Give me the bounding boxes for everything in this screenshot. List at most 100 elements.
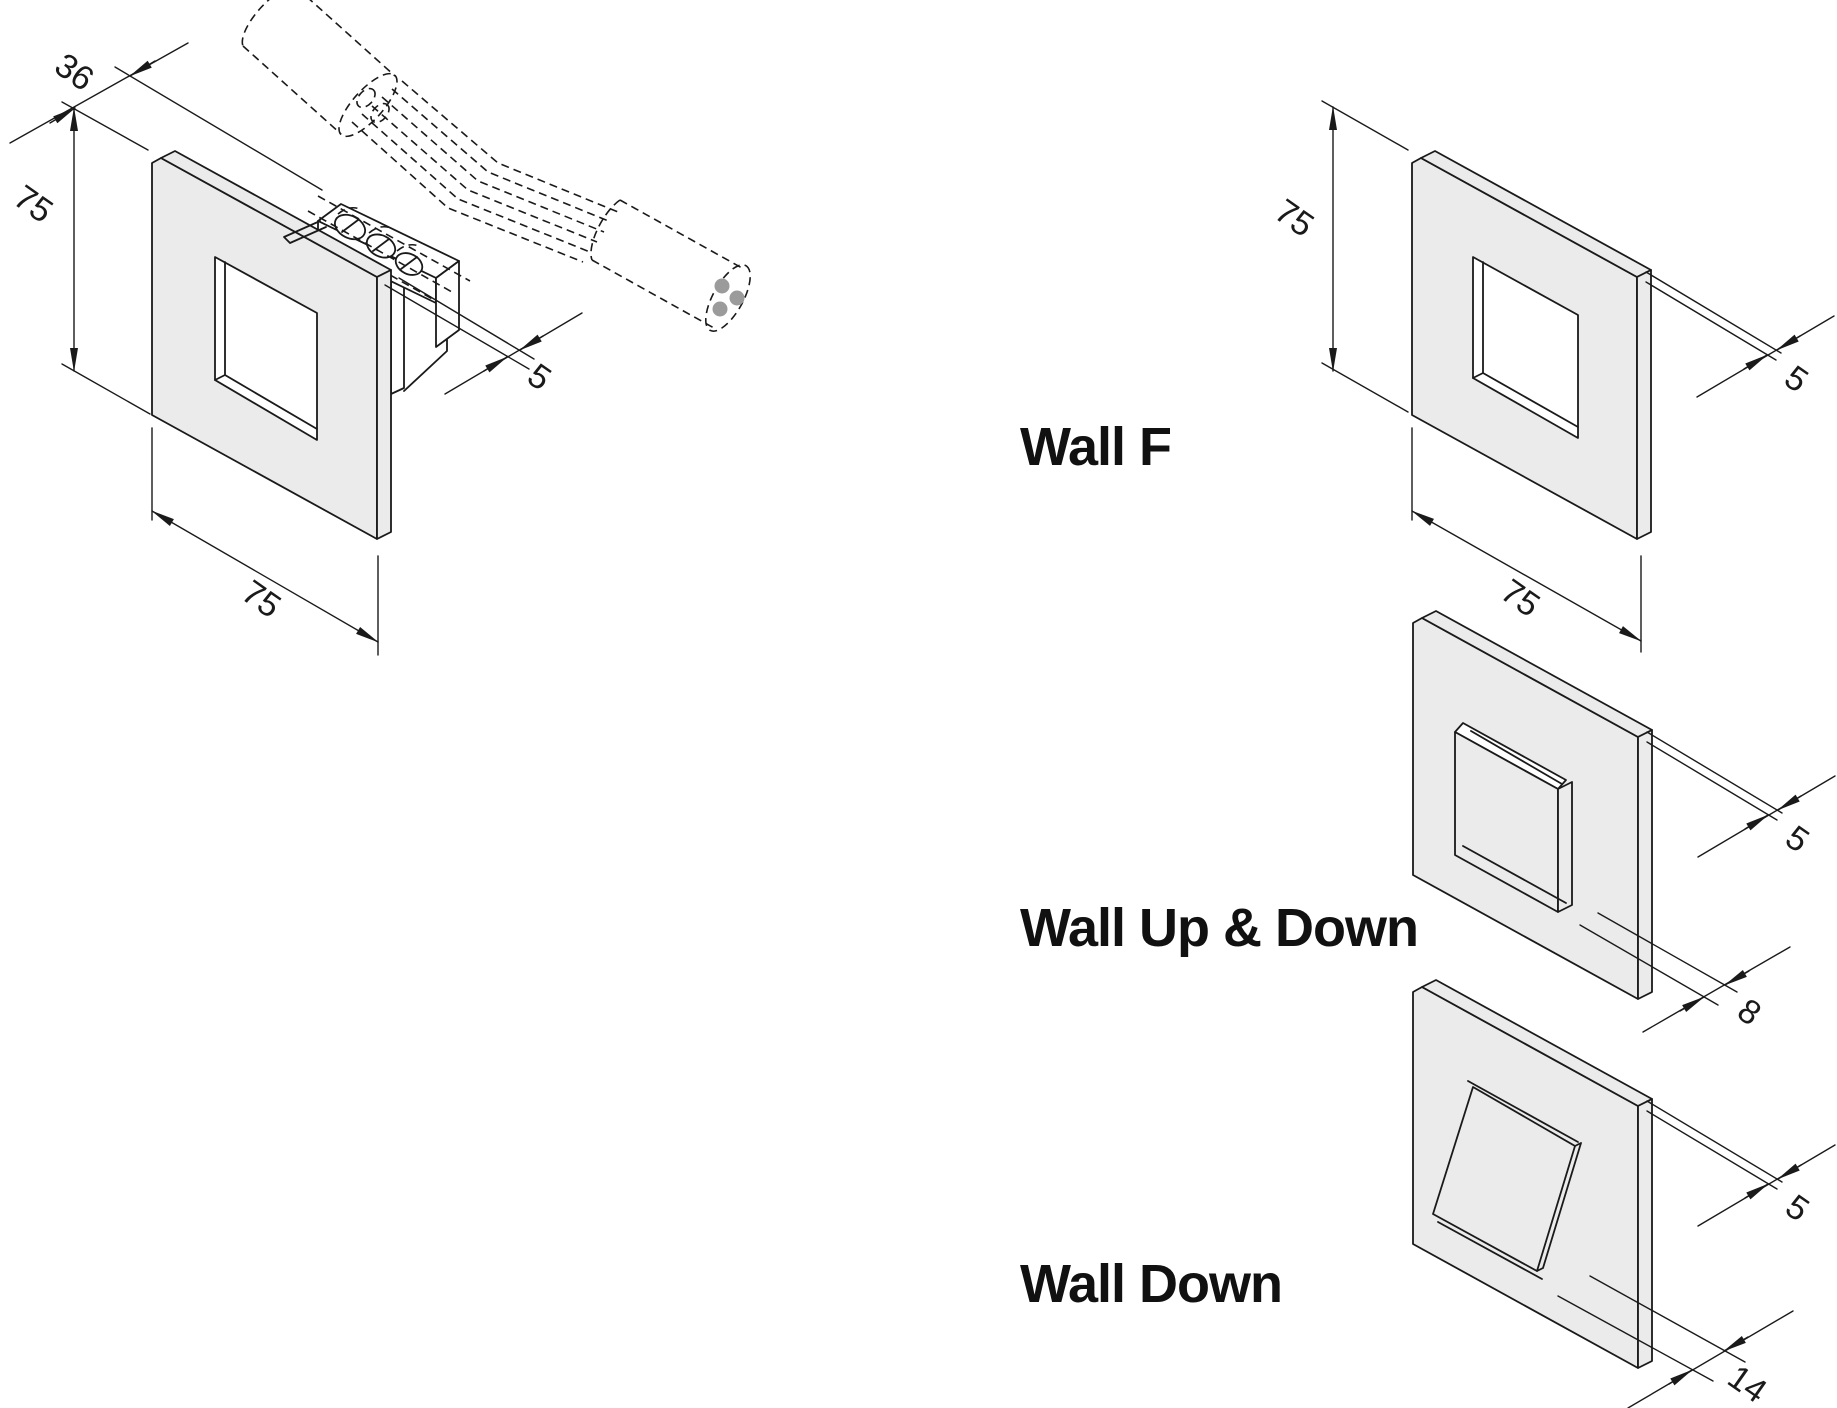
right-cable-edge-top [619, 199, 743, 269]
wall-down-plate-side-strip [1637, 1098, 1653, 1369]
wire-hook-1 [337, 206, 363, 215]
extension-line [1645, 281, 1777, 361]
arrow [519, 334, 544, 351]
right-cable-end-cap [704, 264, 752, 332]
wall-up-down-plate-side-strip [1637, 729, 1653, 1000]
arrow [1777, 794, 1802, 811]
screw-slot-1 [341, 219, 359, 233]
dim-value: 75 [1494, 572, 1547, 625]
aperture-bottom-edge [1462, 845, 1567, 904]
wall-down-dim-thickness-5: 5 [1646, 1100, 1836, 1229]
conductor-dot-3 [712, 301, 728, 317]
wall-up-down-view: 5 8 Wall Up & Down [1020, 610, 1836, 1033]
wire-3 [371, 105, 598, 243]
aperture-bevel [214, 261, 318, 430]
upper-cable-core-1 [356, 87, 376, 109]
extension-line [384, 284, 530, 370]
arrow [1744, 1183, 1769, 1200]
dim-line [1642, 946, 1791, 1033]
dim-value-height: 75 [7, 178, 60, 231]
faceplate-side-strip [376, 269, 392, 540]
dim-value-depth: 36 [48, 46, 101, 99]
arrow [483, 356, 508, 373]
dim-value: 5 [1778, 358, 1815, 400]
aperture-top-edge [1467, 1080, 1579, 1143]
extension-line [61, 363, 151, 415]
exploded-view: 36 75 75 5 [7, 0, 752, 656]
dim-value: 8 [1731, 991, 1768, 1033]
right-cable [590, 199, 752, 332]
dim-line [151, 510, 379, 643]
faceplate-aperture [214, 256, 318, 441]
wire-hook-2 [368, 225, 394, 234]
wall-f-view: 75 75 5 Wall F [1020, 100, 1835, 653]
wire-hook-3 [396, 243, 422, 252]
conductor-dot-2 [729, 290, 745, 306]
extension-line [1321, 100, 1409, 151]
arrow [1743, 354, 1768, 371]
extension-line [1645, 271, 1782, 354]
wall-down-view: 5 14 Wall Down [1020, 979, 1836, 1408]
wall-up-down-label: Wall Up & Down [1020, 898, 1418, 958]
arrow [129, 60, 156, 77]
wall-up-down-dim-thickness-5: 5 [1646, 731, 1836, 860]
extension-line [1646, 731, 1783, 814]
cabling [241, 0, 752, 332]
wire-branch-2 [307, 210, 453, 293]
extension-line [61, 101, 149, 151]
extension-line [1646, 741, 1778, 821]
upper-cable-start-cap [241, 0, 270, 47]
arrow [1668, 1369, 1693, 1386]
arrow [1777, 1163, 1802, 1180]
wall-f-label: Wall F [1020, 417, 1171, 477]
arrow [1679, 996, 1705, 1013]
dim-value: 5 [1779, 818, 1816, 860]
wall-down-label: Wall Down [1020, 1254, 1282, 1314]
upper-cable-edge-left [242, 45, 342, 135]
wedge-side-edge [1536, 1142, 1582, 1272]
aperture-bottom-edge [1437, 1221, 1543, 1280]
dim-value: 75 [1268, 192, 1321, 245]
wire-5 [391, 88, 612, 223]
wire-4 [381, 96, 605, 233]
wall-f-plate-side-strip [1636, 269, 1652, 540]
wall-f-dim-thickness-5: 5 [1645, 271, 1835, 400]
exploded-faceplate [151, 150, 392, 540]
arrow [1724, 969, 1750, 986]
conductor-dot-1 [714, 278, 730, 294]
arrow [1776, 334, 1801, 351]
extension-line [1597, 912, 1738, 993]
dim-line [9, 42, 189, 144]
dim-value: 5 [1779, 1187, 1816, 1229]
dim-value-width: 75 [235, 573, 288, 626]
wire-6 [401, 80, 619, 213]
extension-line [1579, 924, 1719, 1006]
wall-f-aperture-bevel [1472, 261, 1579, 428]
wall-f-dim-height-75: 75 [1268, 100, 1409, 413]
screw-slot-3 [400, 256, 418, 270]
dim-line [444, 312, 583, 395]
dim-value-glass: 5 [521, 356, 558, 398]
right-cable-edge-bottom [591, 259, 715, 329]
extension-line [1589, 1275, 1746, 1363]
shield-box-side [1557, 781, 1573, 913]
extension-line [1557, 1295, 1714, 1382]
extension-line [114, 66, 323, 191]
extension-line [398, 277, 535, 360]
upper-cable-end-cap [338, 72, 398, 138]
screw-slot-2 [372, 238, 390, 252]
dim-value: 14 [1721, 1358, 1774, 1408]
extension-line [1321, 362, 1409, 413]
right-cable-entry-cap [590, 199, 621, 261]
dim-height-75: 75 [7, 107, 151, 415]
mounting-tab [283, 220, 327, 244]
dim-line [1411, 510, 1642, 642]
arrow [1744, 814, 1769, 831]
wall-f-aperture [1472, 256, 1579, 439]
extension-line [1646, 1100, 1783, 1183]
upper-cable-edge-right [309, 0, 396, 77]
light-slot-inner-edge [1470, 730, 1563, 785]
upper-cable [241, 0, 398, 138]
